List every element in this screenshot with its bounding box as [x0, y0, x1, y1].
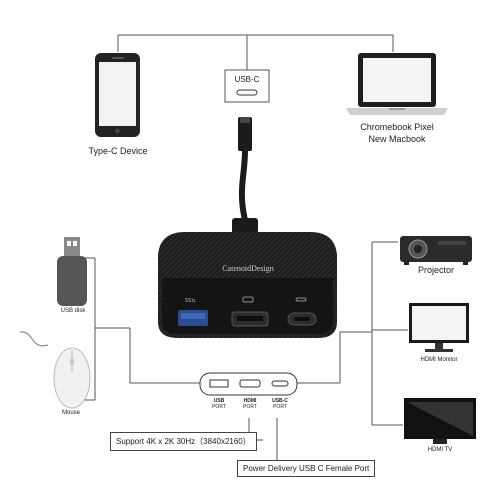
- phone-icon: [95, 53, 140, 137]
- hdmi-monitor-icon: [409, 303, 469, 352]
- usbc-box: [224, 69, 270, 103]
- hdmi-monitor-label: HDMI Monitor: [420, 357, 458, 363]
- laptop-label-line2: New Macbook: [368, 134, 426, 144]
- power-delivery-callout: Power Delivery USB C Female Port: [237, 460, 376, 477]
- hdmi-port-label-line2: PORT: [243, 403, 257, 410]
- projector-icon: [400, 236, 472, 265]
- adapter-hub: SS⇆: [158, 232, 337, 338]
- usbc-port-label-line2: PORT: [273, 403, 287, 410]
- usbc-port-label: USB-C PORT: [265, 398, 295, 411]
- projector-label: Projector: [417, 265, 454, 275]
- usb-disk-icon: [57, 237, 87, 306]
- resolution-callout: Support 4K x 2K 30Hz（3840x2160）: [110, 432, 257, 451]
- top-connector-lines: [117, 34, 394, 70]
- usbc-cable: [232, 117, 258, 234]
- hdmi-port-label: HDMI PORT: [235, 398, 265, 411]
- mouse-label: Mouse: [61, 410, 80, 416]
- hdmi-tv-label: HDMI TV: [427, 447, 453, 453]
- usb-port-label-line1: USB: [213, 398, 225, 404]
- usbc-port-label-line1: USB-C: [272, 398, 288, 404]
- svg-text:SS⇆: SS⇆: [185, 298, 196, 304]
- usb-port-label: USB PORT: [204, 398, 234, 411]
- port-strip: [199, 372, 298, 396]
- hdmi-port-label-line1: HDMI: [243, 398, 257, 404]
- phone-label: Type-C Device: [88, 146, 148, 156]
- laptop-icon: [346, 53, 448, 115]
- laptop-label-line1: Chromebook Pixel: [360, 122, 434, 132]
- usb-disk-label: USB disk: [60, 308, 86, 314]
- usbc-label: USB-C: [234, 75, 260, 84]
- hdmi-tv-icon: [404, 398, 476, 444]
- usb-port-label-line2: PORT: [212, 403, 226, 410]
- right-connector-lines: [297, 241, 408, 426]
- mouse-icon: [19, 331, 91, 409]
- adapter-brand: CatenoidDesign: [222, 264, 274, 273]
